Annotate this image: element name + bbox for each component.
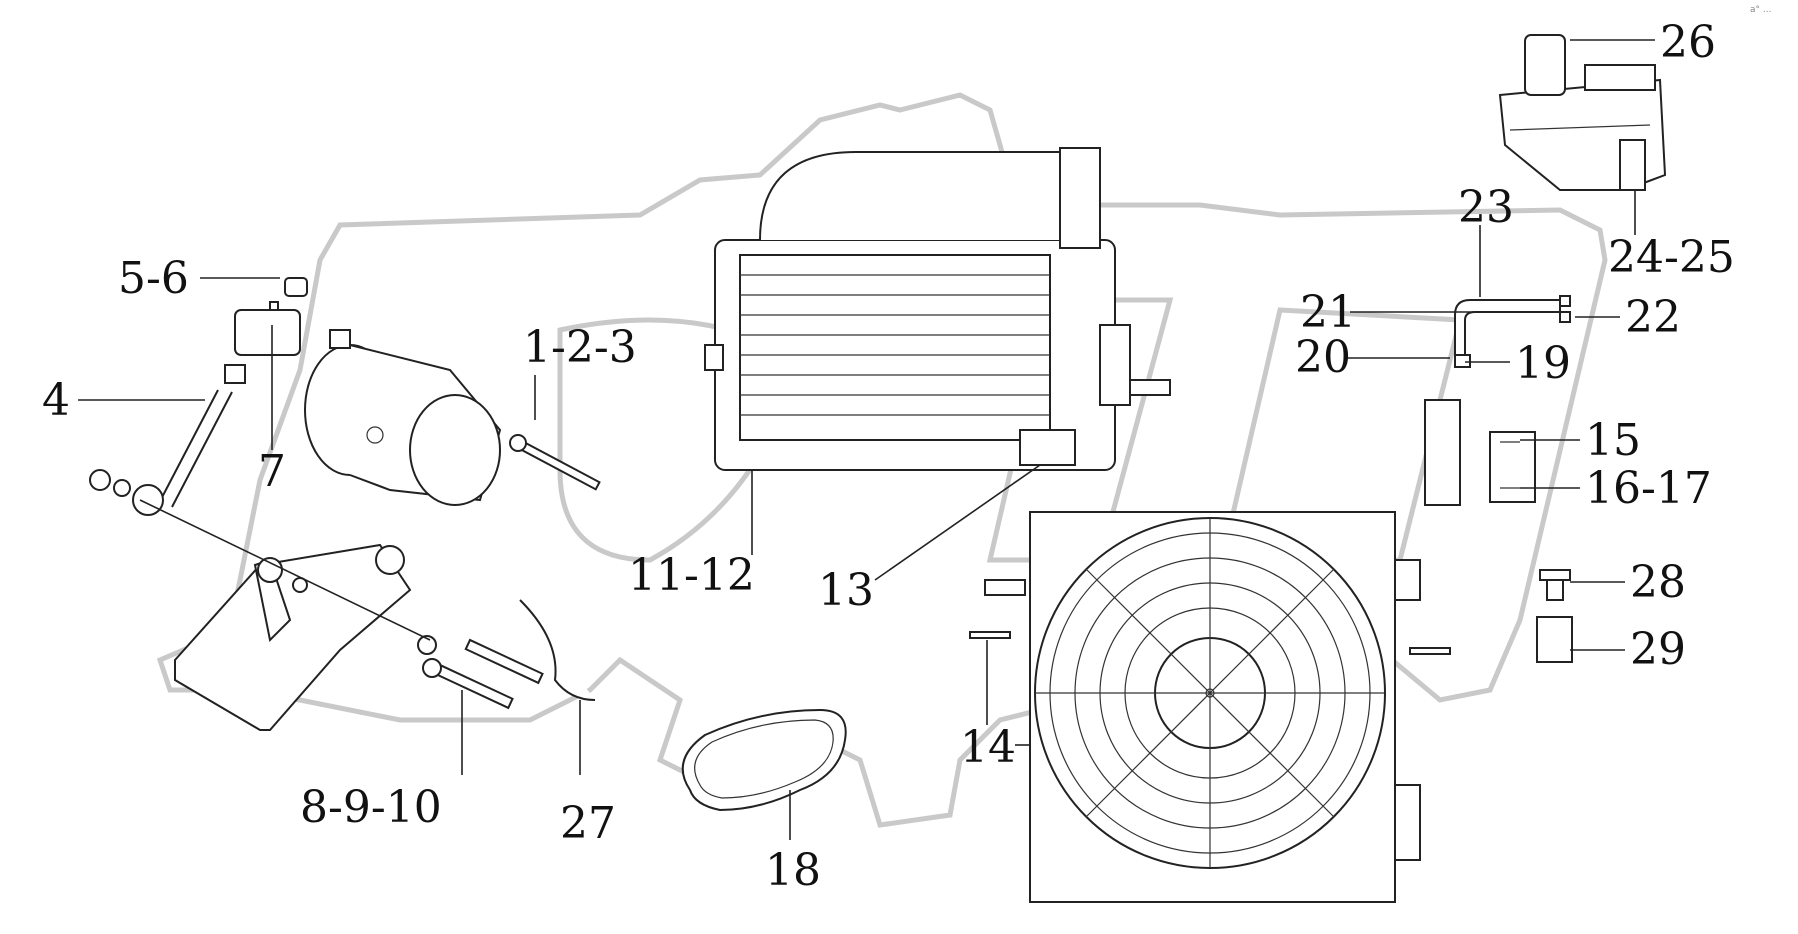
adjuster-rod-part	[89, 277, 308, 516]
callout-24-25: 24-25	[1608, 232, 1735, 283]
callout-16-17: 16-17	[1585, 463, 1712, 514]
callout-21: 21	[1300, 287, 1356, 338]
wire-part	[519, 599, 596, 701]
callout-14: 14	[960, 722, 1016, 773]
callout-4: 4	[42, 375, 70, 426]
callout-7: 7	[258, 446, 286, 497]
callout-23: 23	[1458, 182, 1514, 233]
callout-18: 18	[765, 845, 821, 896]
callout-13: 13	[818, 565, 874, 616]
fan-assembly-part	[969, 511, 1451, 903]
callout-28: 28	[1630, 557, 1686, 608]
callout-29: 29	[1630, 624, 1686, 675]
drive-belt-part	[681, 708, 847, 812]
callout-19: 19	[1515, 338, 1571, 389]
corner-mark: a° ...	[1750, 5, 1771, 15]
bracket-part	[1424, 399, 1536, 506]
expansion-tank-part	[1498, 34, 1667, 191]
mounting-bracket-part	[174, 543, 544, 731]
bolt-and-sleeve-part	[1536, 569, 1573, 663]
callout-22: 22	[1625, 292, 1681, 343]
callout-27: 27	[560, 798, 616, 849]
condenser-unit-part	[704, 147, 1171, 471]
callout-labels: 26 24-25 23 21 22 20 19 15 16-17 28 29 5…	[42, 17, 1735, 896]
callout-26: 26	[1660, 17, 1716, 68]
callout-5-6: 5-6	[118, 253, 189, 304]
callout-1-2-3: 1-2-3	[523, 322, 637, 373]
callout-15: 15	[1585, 415, 1641, 466]
callout-8-9-10: 8-9-10	[300, 782, 442, 833]
compressor-part	[304, 329, 601, 506]
callout-20: 20	[1295, 332, 1351, 383]
callout-11-12: 11-12	[628, 550, 755, 601]
